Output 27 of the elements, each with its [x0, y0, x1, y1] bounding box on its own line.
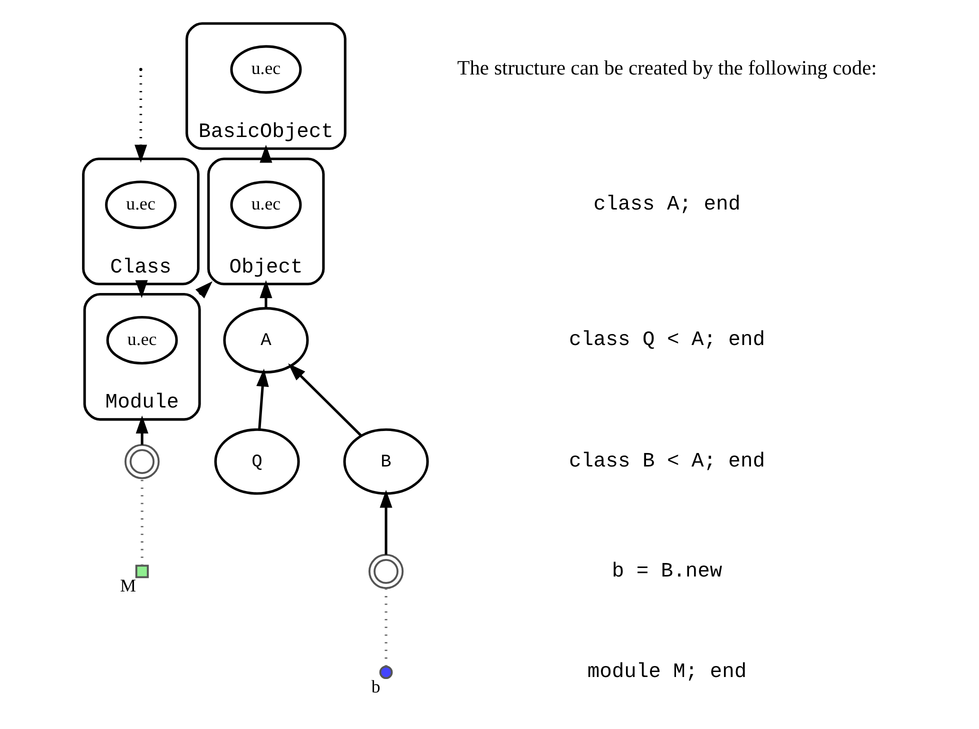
- node-label: M: [120, 575, 136, 596]
- arrow: [256, 368, 269, 430]
- arrow: [260, 144, 272, 163]
- node-ellipse: A: [223, 307, 309, 374]
- node-ellipse: u.ec: [106, 316, 178, 364]
- label: The structure can be created by the following code:: [457, 57, 877, 80]
- arrow: [136, 416, 148, 445]
- node-box: [135, 564, 149, 578]
- label: class A; end: [594, 194, 741, 217]
- node-circle: [379, 666, 393, 680]
- label: class Q < A; end: [568, 329, 766, 352]
- node-ellipse: B: [343, 428, 429, 495]
- label: b = B.new: [612, 560, 722, 584]
- node-ellipse: Q: [214, 428, 300, 495]
- label: module M; end: [587, 661, 747, 684]
- arrow: [260, 280, 272, 308]
- arrow: [380, 490, 392, 555]
- node-label: b: [371, 676, 380, 696]
- arrow: [135, 280, 148, 298]
- node-circle: [124, 444, 160, 480]
- arrow: [195, 281, 213, 298]
- node-ellipse: u.ec: [230, 180, 302, 230]
- arrow: [288, 363, 362, 437]
- label: class B < A; end: [568, 450, 766, 474]
- node-ellipse: u.ec: [230, 45, 302, 94]
- node-circle: [368, 554, 404, 589]
- node-ellipse: u.ec: [105, 180, 177, 230]
